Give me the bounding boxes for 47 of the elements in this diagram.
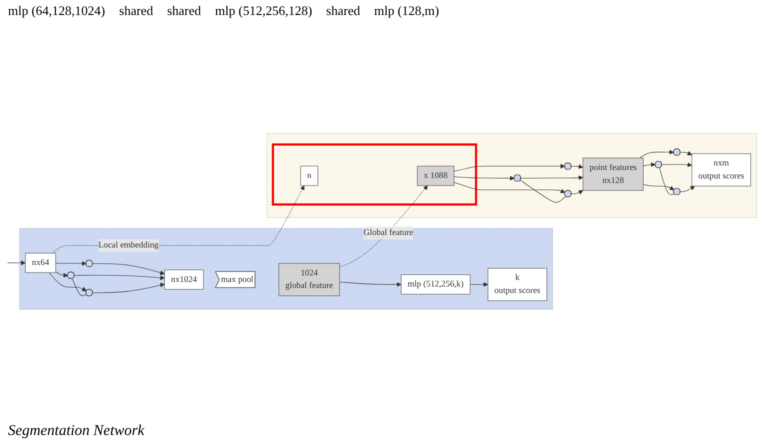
arrow [74,275,165,280]
cluster [272,143,478,206]
arrow [643,162,656,167]
arrow [92,282,165,294]
arrow [680,186,695,192]
connector [520,180,566,203]
arrow [571,164,584,169]
arrow [454,164,566,172]
node-box: point features nx128 [582,158,644,191]
note-text: mlp (512,256,128) [215,3,312,19]
arrow [454,176,515,181]
arrow [55,261,86,266]
arrow [470,282,488,287]
edge-label: Global feature [364,228,414,238]
note-text: shared [167,3,202,19]
arrow [662,162,692,168]
arrow [520,175,584,180]
node-box: k output scores [488,268,548,301]
connector [659,168,674,195]
edge-label: Local embedding [98,240,159,250]
arrow [454,182,566,194]
node-box: mlp (512,256,k) [400,274,470,294]
node-box: n [300,166,318,186]
arrow [339,185,428,268]
note-text: mlp (128,m) [374,3,440,19]
arrow [55,272,68,278]
arrow [52,185,304,254]
arrow [48,272,87,292]
cluster [19,228,553,310]
arrow [639,150,674,158]
node-box: 1024 global feature [278,263,340,296]
note-text: shared [119,3,154,19]
connector [72,278,87,296]
arrow [680,150,692,156]
arrow [643,184,674,190]
arrow [92,263,165,275]
arrow [7,260,26,266]
note-text: mlp (64,128,1024) [8,3,106,19]
node-box: nx1024 [164,270,204,290]
arrow [339,282,402,287]
node-box: x 1088 [417,166,454,186]
node-box: nxm output scores [692,153,751,186]
note-text: shared [326,3,360,19]
caption: Segmentation Network [7,422,146,441]
node-box: nx64 [25,252,56,273]
cluster [266,133,757,218]
arrow [571,190,584,195]
